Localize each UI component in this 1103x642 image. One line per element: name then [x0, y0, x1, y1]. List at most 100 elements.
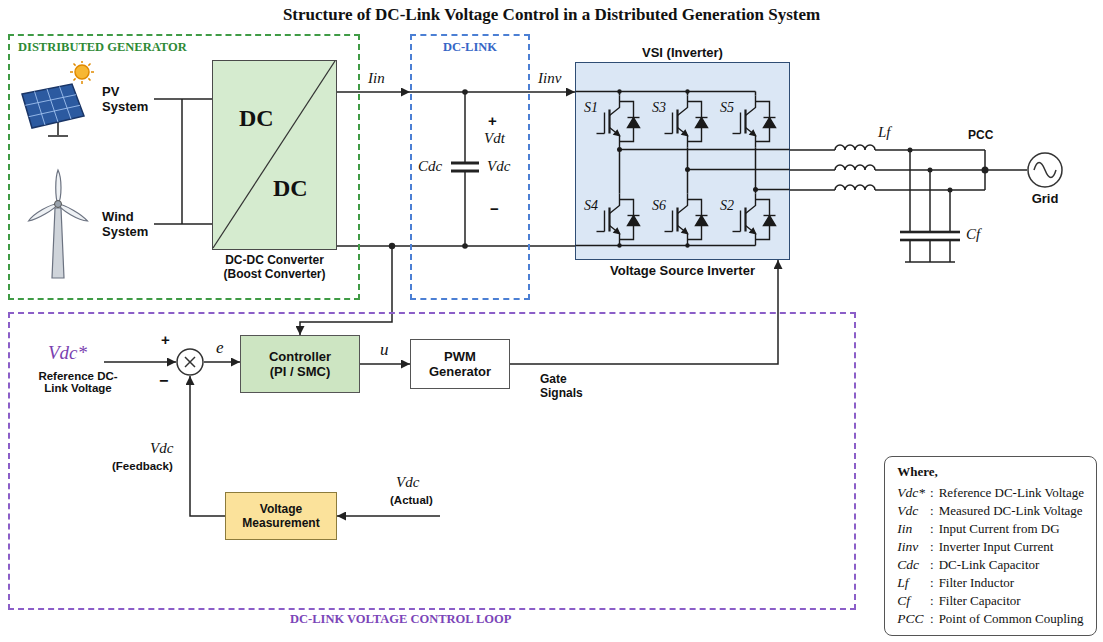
switch-symbol	[733, 96, 776, 148]
junction-dot	[462, 243, 468, 249]
separator: :	[930, 503, 934, 519]
connector	[360, 363, 410, 365]
sun-icon	[70, 61, 94, 84]
pv-panel	[22, 84, 84, 128]
filter-capacitor	[920, 231, 940, 234]
group-box: DISTRIBUTED GENERATOR PV	[8, 34, 360, 300]
current-label: Iin	[368, 70, 385, 87]
separator: :	[930, 593, 934, 609]
sign-label: +	[161, 331, 170, 348]
summing-symbol	[177, 349, 203, 375]
component-symbol: Cdc	[418, 158, 442, 175]
dc-rail	[337, 92, 575, 246]
sun-icon	[88, 78, 90, 80]
converter-diagonal	[213, 61, 335, 248]
grid-symbol	[1034, 163, 1056, 178]
panel-stand	[48, 135, 68, 137]
symbol: Vdc*	[897, 485, 925, 501]
switch-symbol	[665, 194, 708, 246]
sun-icon	[74, 64, 76, 66]
polarity-sign: −	[490, 200, 499, 217]
filter-capacitor	[909, 240, 911, 262]
separator: :	[930, 611, 934, 627]
phase-wire	[984, 150, 986, 190]
pv-panel	[35, 92, 46, 126]
turbine-rotor	[55, 201, 62, 208]
voltage-symbol: Vdt	[484, 130, 505, 147]
grid-symbol	[1028, 153, 1062, 187]
symbol-description: Measured DC-Link Voltage	[939, 503, 1084, 519]
switch-symbol	[733, 194, 776, 246]
pv-panel	[25, 95, 76, 106]
turbine-rotor	[56, 170, 61, 204]
process-box: Controller (PI / SMC)	[240, 335, 360, 393]
junction-dot	[617, 147, 622, 152]
filter-capacitor	[949, 240, 951, 262]
symbol: Lf	[897, 575, 925, 591]
panel-stand	[57, 122, 59, 136]
box-label: PWM Generator	[415, 349, 505, 379]
symbol-description: Reference DC-Link Voltage	[939, 485, 1084, 501]
dc-rail	[464, 92, 466, 163]
filter-capacitor	[900, 150, 960, 262]
bridge-wire	[619, 148, 621, 194]
bridge-wire	[576, 245, 756, 247]
switch-label: S2	[720, 198, 734, 214]
connector	[154, 98, 212, 100]
junction-dot	[685, 89, 689, 93]
connector	[790, 169, 1027, 171]
phase-wire	[790, 189, 985, 191]
symbol-description: Point of Common Coupling	[939, 611, 1084, 627]
converter-box: DCDCDC-DC Converter (Boost Converter)	[212, 60, 337, 250]
switch-label: S4	[584, 198, 598, 214]
summing-symbol	[185, 357, 195, 367]
sun-icon	[81, 61, 83, 63]
junction-dot	[617, 89, 621, 93]
symbol-description: Filter Inductor	[939, 575, 1084, 591]
signal-label: e	[216, 338, 224, 358]
sun-icon	[70, 71, 73, 73]
inductor-symbol	[835, 185, 875, 190]
group-heading: DC-LINK VOLTAGE CONTROL LOOP	[290, 612, 511, 627]
switch-label: S1	[584, 100, 598, 116]
signal-symbol: Vdc	[150, 440, 173, 457]
symbol: Iinv	[897, 539, 925, 555]
symbol: PCC	[897, 611, 925, 627]
junction-dot	[462, 89, 468, 95]
legend-box: Where,Vdc*:Reference DC-Link VoltageVdc:…	[884, 456, 1097, 636]
switch-symbol	[665, 96, 708, 148]
symbol: Cf	[897, 593, 925, 609]
source-label: PV System	[102, 84, 154, 114]
current-label: Iinv	[538, 70, 561, 87]
group-heading: DISTRIBUTED GENERATOR	[18, 40, 187, 55]
converter-diagonal	[213, 61, 335, 248]
symbol-description: DC-Link Capacitor	[939, 557, 1084, 573]
pv-panel	[25, 87, 80, 126]
source-bracket	[181, 99, 183, 224]
signal-arrow	[104, 361, 176, 363]
sun-icon	[75, 65, 89, 79]
signal-arrow	[337, 515, 440, 517]
connector	[530, 91, 575, 93]
separator: :	[930, 485, 934, 501]
source-bracket	[181, 99, 183, 224]
junction-dot	[617, 89, 758, 247]
connector	[154, 223, 212, 225]
pv-panel-icon	[18, 60, 98, 138]
bridge-wire	[756, 189, 790, 191]
inductor-symbol	[835, 165, 875, 170]
symbol-description: Inverter Input Current	[939, 539, 1084, 555]
source-label: Wind System	[102, 209, 154, 239]
capacitor-symbol	[451, 163, 479, 171]
sun-icon	[81, 81, 83, 84]
grid-label: Grid	[1007, 191, 1083, 206]
process-box: Voltage Measurement	[225, 492, 337, 540]
switch-symbol	[597, 96, 640, 148]
capacitor-symbol	[451, 170, 479, 173]
bridge-wire	[576, 92, 790, 246]
sun-icon	[88, 64, 90, 66]
component-symbol: Lf	[878, 124, 891, 141]
pv-panel	[60, 87, 72, 120]
box-label: Controller (PI / SMC)	[264, 349, 336, 379]
turbine-rotor	[27, 170, 89, 224]
